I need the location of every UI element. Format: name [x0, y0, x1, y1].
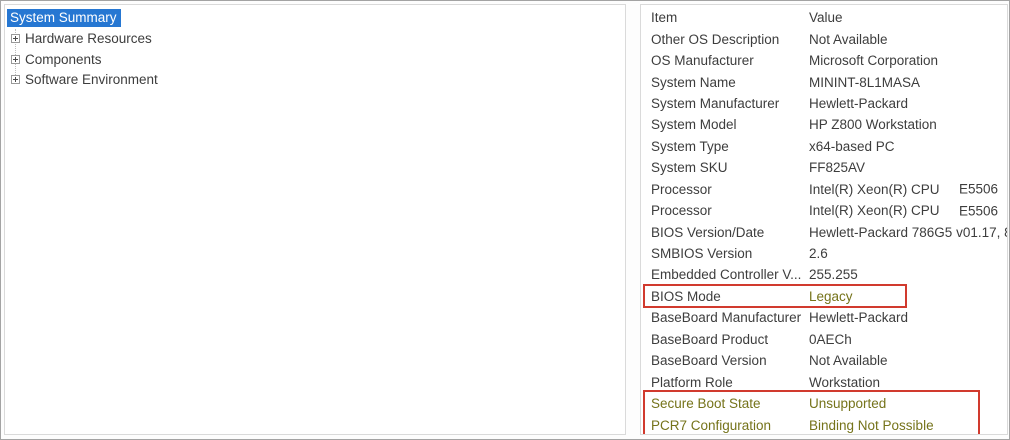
expander-plus-icon[interactable] [11, 75, 20, 85]
table-row[interactable]: Embedded Controller V... 255.255 [641, 264, 1007, 285]
value-text: 2.6 [809, 246, 828, 262]
expander-plus-icon[interactable] [11, 54, 20, 64]
table-row[interactable]: BIOS Version/Date Hewlett-Packard 786G5 … [641, 221, 1007, 242]
tree-item-label: System Summary [7, 9, 121, 28]
list-header-row: Item Value [641, 7, 1007, 28]
value-cell: x64-based PC [809, 139, 1007, 154]
value-text: Not Available [809, 353, 888, 369]
value-cell: Hewlett-Packard [809, 310, 1007, 325]
table-row[interactable]: System Name MININT-8L1MASA [641, 71, 1007, 92]
value-text: Intel(R) Xeon(R) CPU [809, 203, 940, 219]
value-text: FF825AV [809, 160, 866, 176]
category-tree: System Summary Hardware Resources Compon… [5, 5, 625, 90]
item-cell: Processor [651, 181, 712, 197]
value-text: Hewlett-Packard 786G5 v01.17, 8/ [809, 224, 1008, 240]
item-cell: Embedded Controller V... [651, 267, 802, 283]
info-table-body: Other OS Description Not Available OS Ma… [641, 28, 1007, 434]
table-row[interactable]: BaseBoard Manufacturer Hewlett-Packard [641, 307, 1007, 328]
tree-item[interactable]: Hardware Resources [5, 29, 625, 50]
tree-item[interactable]: Components [5, 49, 625, 70]
value-cell: Legacy [809, 289, 1007, 304]
tree-item-label: Components [25, 51, 102, 67]
item-cell: Secure Boot State [651, 396, 761, 412]
item-cell: System SKU [651, 160, 728, 176]
table-row[interactable]: System Type x64-based PC [641, 136, 1007, 157]
item-cell: BaseBoard Manufacturer [651, 310, 802, 326]
item-cell: Processor [651, 203, 712, 219]
table-row[interactable]: Platform Role Workstation [641, 371, 1007, 392]
value-cell: Workstation [809, 375, 1007, 390]
value-cell: Unsupported [809, 396, 1007, 411]
item-cell: BaseBoard Product [651, 331, 769, 347]
tree-item-label: Hardware Resources [25, 31, 152, 47]
item-cell: BaseBoard Version [651, 353, 767, 369]
value-cell: Microsoft Corporation [809, 53, 1007, 68]
value-cell: Not Available [809, 353, 1007, 368]
table-row[interactable]: Processor Intel(R) Xeon(R) CPU E5506 [641, 200, 1007, 221]
value-cell: Intel(R) Xeon(R) CPU E5506 [809, 203, 1007, 218]
value-text: Binding Not Possible [809, 417, 934, 433]
value-cell: FF825AV [809, 160, 1007, 175]
table-row[interactable]: SMBIOS Version 2.6 [641, 243, 1007, 264]
table-row[interactable]: System Model HP Z800 Workstation [641, 114, 1007, 135]
table-row[interactable]: PCR7 Configuration Binding Not Possible [641, 414, 1007, 434]
tree-item[interactable]: Software Environment [5, 70, 625, 91]
value-column-header[interactable]: Value [809, 10, 843, 26]
item-cell: BIOS Version/Date [651, 224, 765, 240]
table-row[interactable]: BaseBoard Product 0AECh [641, 329, 1007, 350]
value-text: HP Z800 Workstation [809, 117, 937, 133]
table-row[interactable]: Secure Boot State Unsupported [641, 393, 1007, 414]
value-cell: Hewlett-Packard [809, 96, 1007, 111]
value-text: MININT-8L1MASA [809, 74, 921, 90]
table-row[interactable]: OS Manufacturer Microsoft Corporation [641, 50, 1007, 71]
value-cell: HP Z800 Workstation [809, 117, 1007, 132]
value-cell: 255.255 [809, 267, 1007, 282]
category-tree-panel: System Summary Hardware Resources Compon… [4, 4, 626, 435]
item-cell: Other OS Description [651, 31, 780, 47]
details-panel: Item Value Other OS Description Not Avai… [640, 4, 1008, 435]
value-text: 0AECh [809, 331, 852, 347]
item-cell: System Name [651, 74, 736, 90]
expander-plus-icon[interactable] [11, 34, 20, 44]
value-cell: Intel(R) Xeon(R) CPU E5506 [809, 182, 1007, 197]
value-text: Unsupported [809, 396, 887, 412]
value-text: x64-based PC [809, 138, 895, 154]
table-row[interactable]: BaseBoard Version Not Available [641, 350, 1007, 371]
item-column-header[interactable]: Item [651, 10, 678, 26]
value-text: 255.255 [809, 267, 858, 283]
value-cell: Hewlett-Packard 786G5 v01.17, 8/ [809, 224, 1008, 240]
item-cell: SMBIOS Version [651, 246, 753, 262]
value-cell: MININT-8L1MASA [809, 75, 1007, 90]
table-row[interactable]: BIOS Mode Legacy [641, 286, 1007, 307]
tree-item-selected[interactable]: System Summary [5, 8, 625, 29]
item-cell: System Manufacturer [651, 95, 780, 111]
value-text: Legacy [809, 288, 853, 304]
value-cell: Binding Not Possible [809, 418, 1007, 433]
item-cell: BIOS Mode [651, 288, 721, 304]
tree-item-label: Software Environment [25, 72, 158, 88]
value-text: Hewlett-Packard [809, 310, 909, 326]
table-row[interactable]: Processor Intel(R) Xeon(R) CPU E5506 [641, 179, 1007, 200]
table-row[interactable]: System Manufacturer Hewlett-Packard [641, 93, 1007, 114]
value-text: Microsoft Corporation [809, 53, 939, 69]
value-cell: 0AECh [809, 332, 1007, 347]
value-text: Workstation [809, 374, 881, 390]
value-text: Not Available [809, 31, 888, 47]
value-text: Hewlett-Packard [809, 95, 909, 111]
item-cell: Platform Role [651, 374, 733, 390]
item-cell: System Type [651, 138, 729, 154]
table-row[interactable]: Other OS Description Not Available [641, 28, 1007, 49]
value-secondary-text: E5506 [959, 203, 999, 219]
item-cell: PCR7 Configuration [651, 417, 772, 433]
item-cell: System Model [651, 117, 737, 133]
value-text: Intel(R) Xeon(R) CPU [809, 181, 940, 197]
details-list: Item Value Other OS Description Not Avai… [641, 5, 1007, 434]
value-cell: 2.6 [809, 246, 1007, 261]
value-secondary-text: E5506 [959, 181, 999, 197]
item-cell: OS Manufacturer [651, 53, 754, 69]
value-cell: Not Available [809, 32, 1007, 47]
table-row[interactable]: System SKU FF825AV [641, 157, 1007, 178]
